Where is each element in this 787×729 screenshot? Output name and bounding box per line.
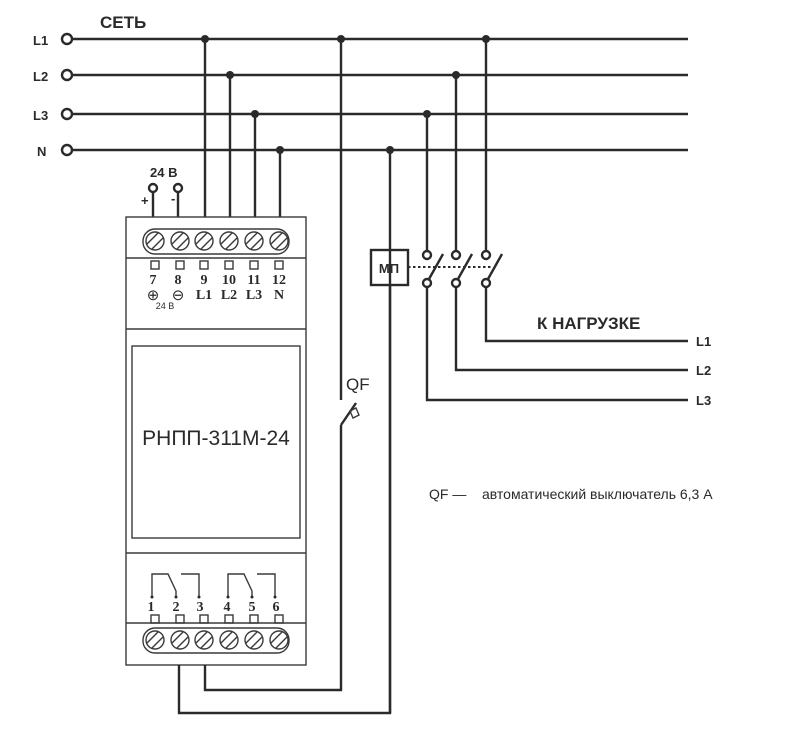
plus-sign: +	[141, 193, 149, 208]
power-terminal-plus	[147, 182, 159, 194]
bottom-terminal-tab-3	[199, 614, 209, 624]
supply-label-l1: L1	[33, 33, 48, 48]
supply-terminal-l3	[60, 107, 74, 121]
top-terminal-screw-9	[194, 231, 214, 251]
bottom-terminal-tab-1	[150, 614, 160, 624]
top-terminal-screw-7	[145, 231, 165, 251]
terminal-11-number: 11	[247, 273, 260, 288]
load-label-l3: L3	[696, 393, 711, 408]
bottom-terminal-screw-4	[219, 630, 239, 650]
supply-terminal-l1	[60, 32, 74, 46]
terminal-10-function: L2	[221, 288, 237, 303]
terminal-9-number: 9	[201, 273, 208, 288]
bottom-terminal-tab-2	[175, 614, 185, 624]
legend-description: автоматический выключатель 6,3 А	[482, 486, 713, 502]
bottom-terminal-screw-6	[269, 630, 289, 650]
relay-device	[125, 216, 307, 666]
contactor-power-contacts	[421, 39, 688, 402]
top-terminal-screw-10	[219, 231, 239, 251]
top-terminal-tab-9	[199, 260, 209, 270]
terminal-7-number: 7	[150, 273, 157, 288]
terminal-12-function: N	[274, 288, 284, 303]
bottom-terminal-block	[142, 627, 290, 654]
bottom-terminal-screw-3	[194, 630, 214, 650]
load-label-l1: L1	[696, 334, 711, 349]
terminal-3-number: 3	[197, 600, 204, 615]
terminal-12-number: 12	[272, 273, 286, 288]
top-terminal-tab-7	[150, 260, 160, 270]
supply-label-l2: L2	[33, 69, 48, 84]
relay-contact-symbols	[150, 573, 277, 599]
bottom-terminal-tab-6	[274, 614, 284, 624]
top-terminal-screw-12	[269, 231, 289, 251]
terminal-8-number: 8	[175, 273, 182, 288]
terminal-9-function: L1	[196, 288, 212, 303]
bottom-terminal-screw-2	[170, 630, 190, 650]
wire-terminal-3-to-breaker	[203, 425, 343, 692]
top-terminal-screw-8	[170, 231, 190, 251]
network-title: СЕТЬ	[100, 13, 146, 32]
device-model-name: РНПП-311М-24	[142, 427, 290, 450]
bottom-terminal-screw-1	[145, 630, 165, 650]
supply-label-n: N	[37, 144, 46, 159]
terminal-7-plus-icon: ⊕	[147, 287, 160, 304]
bottom-terminal-tab-5	[249, 614, 259, 624]
legend-term: QF —	[429, 486, 466, 502]
breaker-label: QF	[346, 375, 370, 394]
bottom-terminal-screw-5	[244, 630, 264, 650]
load-title: К НАГРУЗКЕ	[537, 314, 640, 333]
top-terminal-screw-11	[244, 231, 264, 251]
top-terminal-block	[142, 228, 290, 255]
supply-terminal-l2	[60, 68, 74, 82]
supply-label-l3: L3	[33, 108, 48, 123]
top-terminal-tab-10	[224, 260, 234, 270]
terminal-10-number: 10	[222, 273, 236, 288]
device-display-panel	[131, 345, 301, 539]
terminal-11-function: L3	[246, 288, 262, 303]
terminal-5-number: 5	[249, 600, 256, 615]
top-terminal-tab-11	[249, 260, 259, 270]
breaker-qf-symbol	[340, 402, 360, 426]
supply-voltage-note: 24 В	[156, 301, 175, 311]
terminal-6-number: 6	[273, 600, 280, 615]
minus-sign: -	[171, 191, 175, 206]
top-terminal-tab-12	[274, 260, 284, 270]
bottom-terminal-tab-4	[224, 614, 234, 624]
terminal-4-number: 4	[224, 600, 231, 615]
terminal-1-number: 1	[148, 600, 155, 615]
load-label-l2: L2	[696, 363, 711, 378]
supply-terminal-n	[60, 143, 74, 157]
power-input-label: 24 В	[150, 165, 177, 180]
contactor-label: МП	[379, 261, 399, 276]
terminal-8-minus-icon: ⊖	[172, 287, 185, 304]
top-terminal-tab-8	[175, 260, 185, 270]
terminal-2-number: 2	[173, 600, 180, 615]
